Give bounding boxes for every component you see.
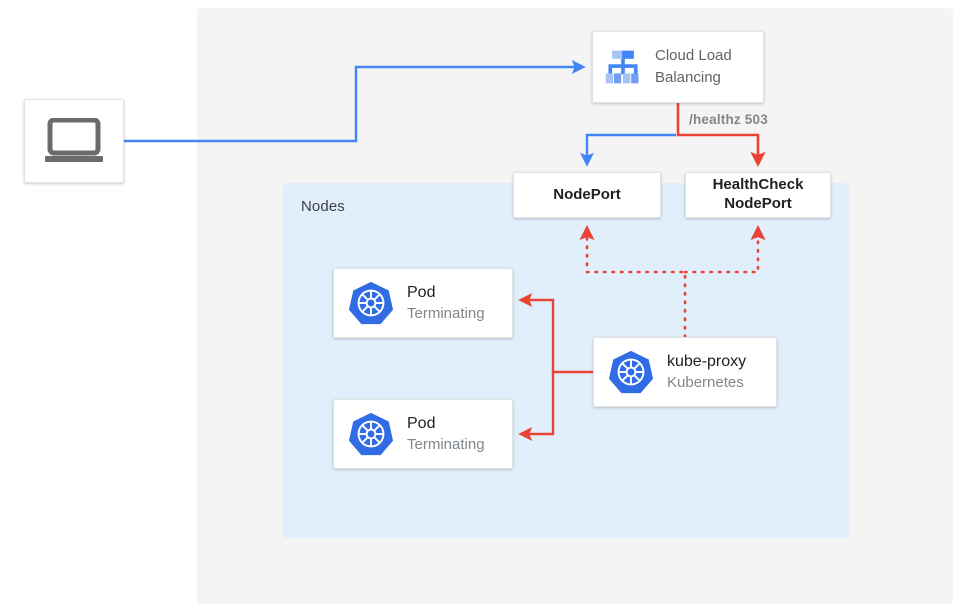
cloud-load-balancing-label: Cloud Load Balancing <box>655 45 732 89</box>
cloud-load-balancing-label-line1: Cloud Load <box>655 47 732 65</box>
healthcheck-nodeport-label-line2: NodePort <box>724 195 792 212</box>
cloud-load-balancing-label-line2: Balancing <box>655 69 721 86</box>
kube-proxy-title: kube-proxy <box>667 353 747 371</box>
pod-node[interactable]: Pod Terminating <box>333 399 513 469</box>
client-node[interactable] <box>24 99 124 183</box>
healthz-annotation-label: /healthz 503 <box>689 112 768 127</box>
pod-title: Pod <box>407 284 436 302</box>
cloud-load-balancing-icon <box>605 50 639 84</box>
pod-text: Pod Terminating <box>407 413 485 455</box>
healthcheck-nodeport-label-line1: HealthCheck <box>712 176 804 194</box>
nodeport-node[interactable]: NodePort <box>513 172 661 218</box>
kubernetes-icon <box>348 281 394 325</box>
laptop-icon <box>45 118 103 162</box>
kube-proxy-text: kube-proxy Kubernetes <box>667 351 746 393</box>
pod-node[interactable]: Pod Terminating <box>333 268 513 338</box>
nodeport-label: NodePort <box>553 185 621 203</box>
kubernetes-icon <box>348 412 394 456</box>
pod-text: Pod Terminating <box>407 282 485 324</box>
pod-title: Pod <box>407 415 436 433</box>
kube-proxy-subtitle: Kubernetes <box>667 373 744 391</box>
kubernetes-icon <box>608 350 654 394</box>
pod-status: Terminating <box>407 304 485 322</box>
healthcheck-nodeport-label: HealthCheck NodePort <box>713 176 804 214</box>
kube-proxy-node[interactable]: kube-proxy Kubernetes <box>593 337 777 407</box>
healthcheck-nodeport-node[interactable]: HealthCheck NodePort <box>685 172 831 218</box>
pod-status: Terminating <box>407 435 485 453</box>
nodes-region-label: Nodes <box>301 198 345 215</box>
cloud-load-balancing-node[interactable]: Cloud Load Balancing <box>592 31 764 103</box>
